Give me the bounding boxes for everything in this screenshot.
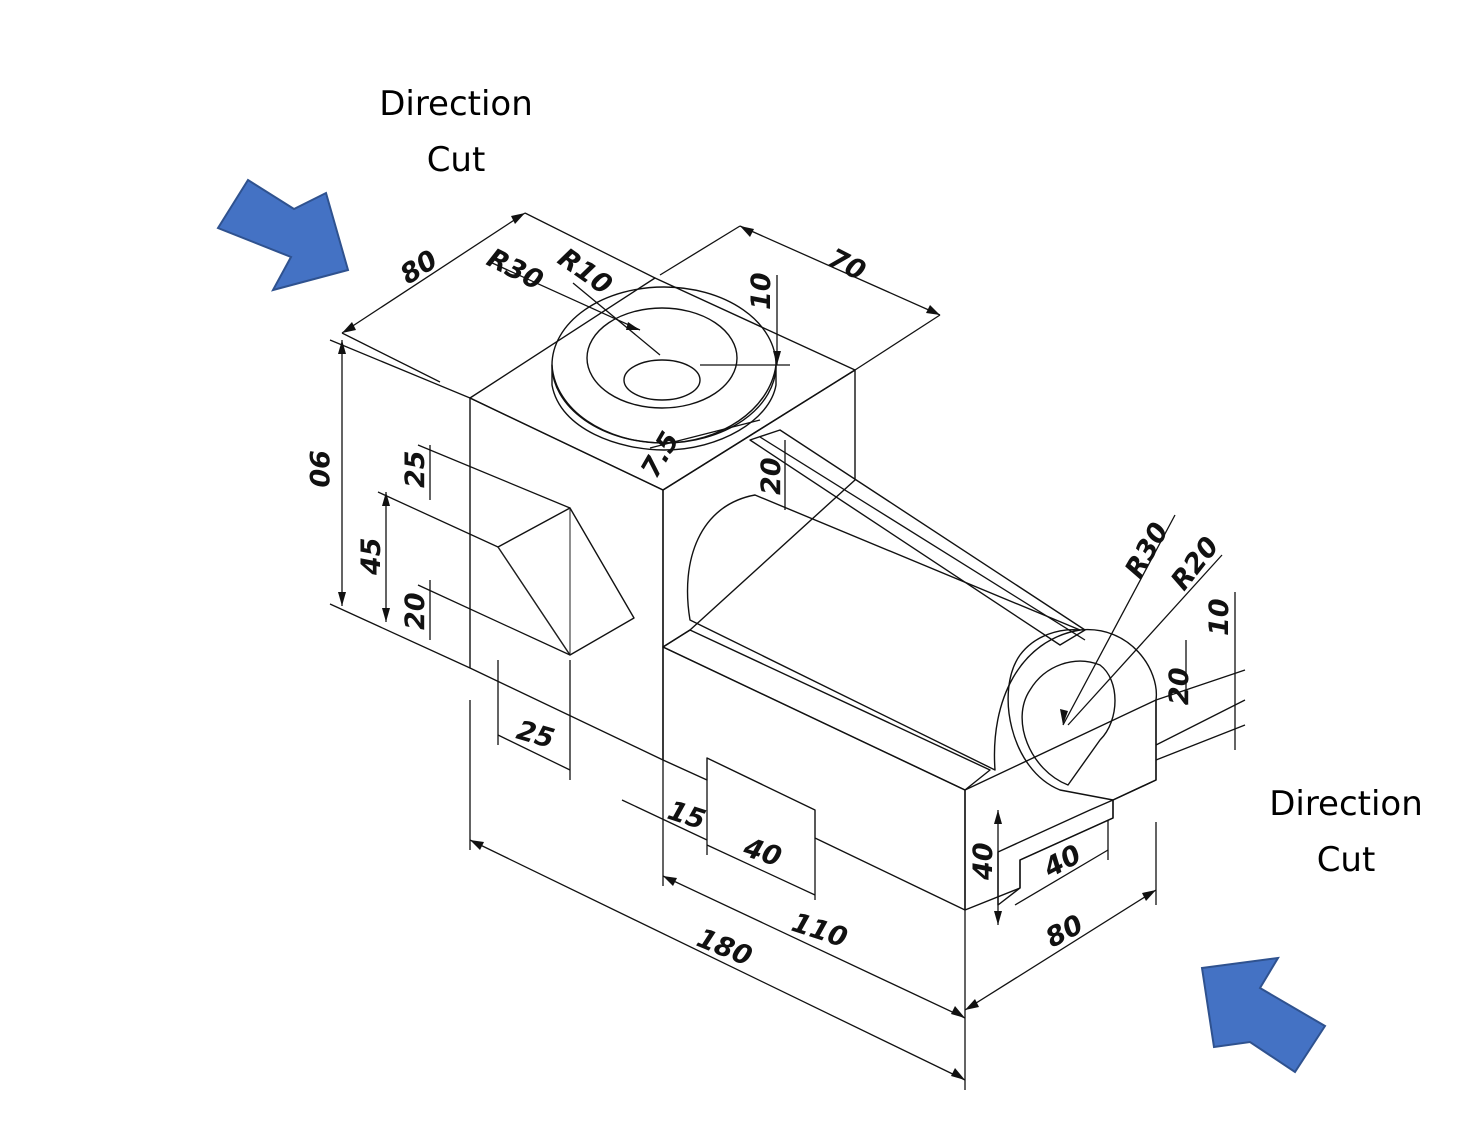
direction-cut-label-top-left: Direction Cut bbox=[356, 76, 556, 188]
horizontal-cylinder bbox=[686, 494, 1081, 771]
dim-90: 90 bbox=[303, 450, 334, 488]
dim-20-left: 20 bbox=[400, 592, 431, 630]
cut-text: Cut bbox=[1316, 840, 1376, 880]
dim-40-vertical: 40 bbox=[968, 842, 999, 881]
dim-40-slot: 40 bbox=[1038, 839, 1087, 884]
top-through-hole bbox=[623, 359, 701, 401]
dim-80-bottom: 80 bbox=[1041, 909, 1089, 954]
end-bore bbox=[1021, 660, 1116, 786]
top-boss-side bbox=[551, 364, 777, 451]
direction-text: Direction bbox=[379, 84, 533, 124]
cut-text: Cut bbox=[426, 140, 486, 180]
top-counterbore bbox=[586, 307, 738, 409]
slot-face bbox=[997, 799, 1114, 906]
base-front-face bbox=[662, 646, 966, 911]
dim-25-bottom: 25 bbox=[513, 715, 558, 755]
dim-r30-top: R30 bbox=[482, 243, 548, 297]
tower-front-face bbox=[469, 397, 664, 761]
dim-45: 45 bbox=[356, 537, 387, 576]
dim-180: 180 bbox=[692, 923, 756, 973]
dim-7-5: 7.5 bbox=[635, 427, 686, 484]
dim-10-top: 10 bbox=[746, 272, 777, 310]
dimension-lines bbox=[329, 212, 1246, 1090]
base-top-ledge bbox=[662, 629, 991, 791]
dim-20-mid: 20 bbox=[756, 457, 787, 495]
dimension-labels: 80 R30 R10 10 70 90 25 45 20 7.5 20 R30 … bbox=[303, 242, 1235, 972]
direction-cut-label-bottom-right: Direction Cut bbox=[1246, 776, 1446, 888]
dim-110: 110 bbox=[788, 907, 851, 954]
direction-arrow-top-left bbox=[216, 178, 350, 292]
end-boss-face bbox=[1007, 628, 1157, 801]
triangular-pocket bbox=[497, 507, 635, 656]
dim-10-right: 10 bbox=[1204, 598, 1235, 636]
dim-40-bottom: 40 bbox=[739, 832, 785, 873]
dim-25-left: 25 bbox=[400, 450, 431, 488]
dim-r20-right: R20 bbox=[1165, 531, 1225, 596]
dim-15: 15 bbox=[664, 795, 709, 836]
dim-80-top: 80 bbox=[395, 244, 443, 290]
direction-arrow-bottom-right bbox=[1200, 956, 1327, 1074]
part-body bbox=[469, 277, 1157, 911]
tower-right-face bbox=[662, 369, 856, 648]
direction-text: Direction bbox=[1269, 784, 1423, 824]
dim-20-right: 20 bbox=[1164, 667, 1195, 705]
